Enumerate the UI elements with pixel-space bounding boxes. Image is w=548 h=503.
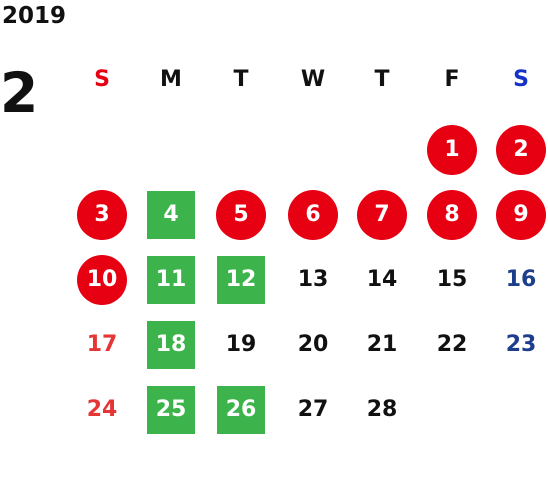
weekday-header-5: F [444,67,460,92]
day-cell-11[interactable]: 11 [147,256,195,304]
day-cell-22[interactable]: 22 [436,332,468,357]
day-cell-26[interactable]: 26 [217,386,265,434]
day-cell-21[interactable]: 21 [366,332,398,357]
calendar-year: 2019 [2,3,67,29]
day-cell-23[interactable]: 23 [505,332,537,357]
day-cell-28[interactable]: 28 [366,397,398,422]
day-cell-1[interactable]: 1 [427,125,477,175]
day-cell-12[interactable]: 12 [217,256,265,304]
weekday-header-1: M [160,67,182,92]
day-cell-6[interactable]: 6 [288,190,338,240]
weekday-header-6: S [513,67,529,92]
day-cell-17[interactable]: 17 [86,332,118,357]
day-cell-13[interactable]: 13 [297,267,329,292]
day-cell-19[interactable]: 19 [225,332,257,357]
weekday-header-2: T [233,67,249,92]
day-cell-5[interactable]: 5 [216,190,266,240]
calendar-month: 2 [0,61,39,125]
weekday-header-0: S [94,67,110,92]
day-cell-25[interactable]: 25 [147,386,195,434]
day-cell-27[interactable]: 27 [297,397,329,422]
day-cell-14[interactable]: 14 [366,267,398,292]
weekday-header-4: T [374,67,390,92]
weekday-header-3: W [300,67,326,92]
day-cell-15[interactable]: 15 [436,267,468,292]
day-cell-16[interactable]: 16 [505,267,537,292]
day-cell-8[interactable]: 8 [427,190,477,240]
day-cell-18[interactable]: 18 [147,321,195,369]
day-cell-2[interactable]: 2 [496,125,546,175]
day-cell-9[interactable]: 9 [496,190,546,240]
day-cell-10[interactable]: 10 [77,255,127,305]
day-cell-4[interactable]: 4 [147,191,195,239]
day-cell-20[interactable]: 20 [297,332,329,357]
day-cell-7[interactable]: 7 [357,190,407,240]
day-cell-24[interactable]: 24 [86,397,118,422]
day-cell-3[interactable]: 3 [77,190,127,240]
